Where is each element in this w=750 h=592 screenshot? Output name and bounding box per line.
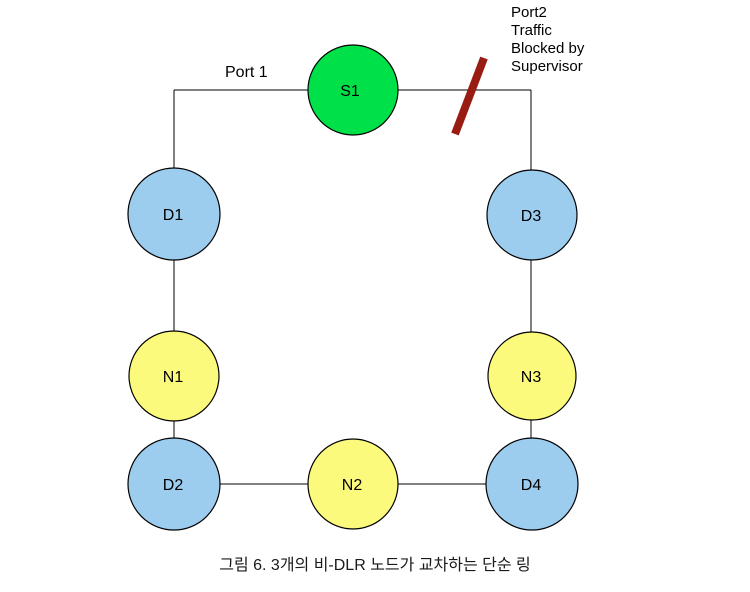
figure-caption: 그림 6. 3개의 비-DLR 노드가 교차하는 단순 링 bbox=[219, 557, 531, 574]
node-d4-label: D4 bbox=[521, 477, 542, 494]
node-d3: D3 bbox=[486, 169, 578, 261]
node-n1-circle bbox=[128, 330, 220, 422]
node-n1-label: N1 bbox=[163, 369, 184, 386]
blocked-port-slash-icon bbox=[451, 56, 488, 136]
node-s1-circle bbox=[307, 44, 399, 136]
node-d1: D1 bbox=[127, 167, 221, 261]
blocked-note: Port2 Traffic Blocked by Supervisor bbox=[511, 4, 584, 76]
node-n1: N1 bbox=[128, 330, 220, 422]
node-d2: D2 bbox=[127, 437, 221, 531]
blocked-note-line-4: Supervisor bbox=[511, 58, 583, 75]
node-d4-circle bbox=[485, 437, 579, 531]
node-n2: N2 bbox=[307, 438, 399, 530]
node-d3-label: D3 bbox=[521, 208, 542, 225]
node-n3: N3 bbox=[487, 331, 577, 421]
node-s1-label: S1 bbox=[340, 83, 360, 100]
blocked-note-line-3: Blocked by bbox=[511, 40, 585, 57]
node-d1-label: D1 bbox=[163, 207, 184, 224]
node-d3-circle bbox=[486, 169, 578, 261]
node-n2-label: N2 bbox=[342, 477, 363, 494]
ring-links bbox=[173, 89, 532, 485]
blocked-note-line-1: Port2 bbox=[511, 4, 547, 21]
node-n3-circle bbox=[487, 331, 577, 421]
node-n3-label: N3 bbox=[521, 369, 542, 386]
node-d1-circle bbox=[127, 167, 221, 261]
node-d4: D4 bbox=[485, 437, 579, 531]
node-n2-circle bbox=[307, 438, 399, 530]
port1-label: Port 1 bbox=[225, 64, 268, 81]
blocked-note-line-2: Traffic bbox=[511, 22, 552, 39]
node-d2-label: D2 bbox=[163, 477, 184, 494]
node-d2-circle bbox=[127, 437, 221, 531]
node-s1: S1 bbox=[307, 44, 399, 136]
